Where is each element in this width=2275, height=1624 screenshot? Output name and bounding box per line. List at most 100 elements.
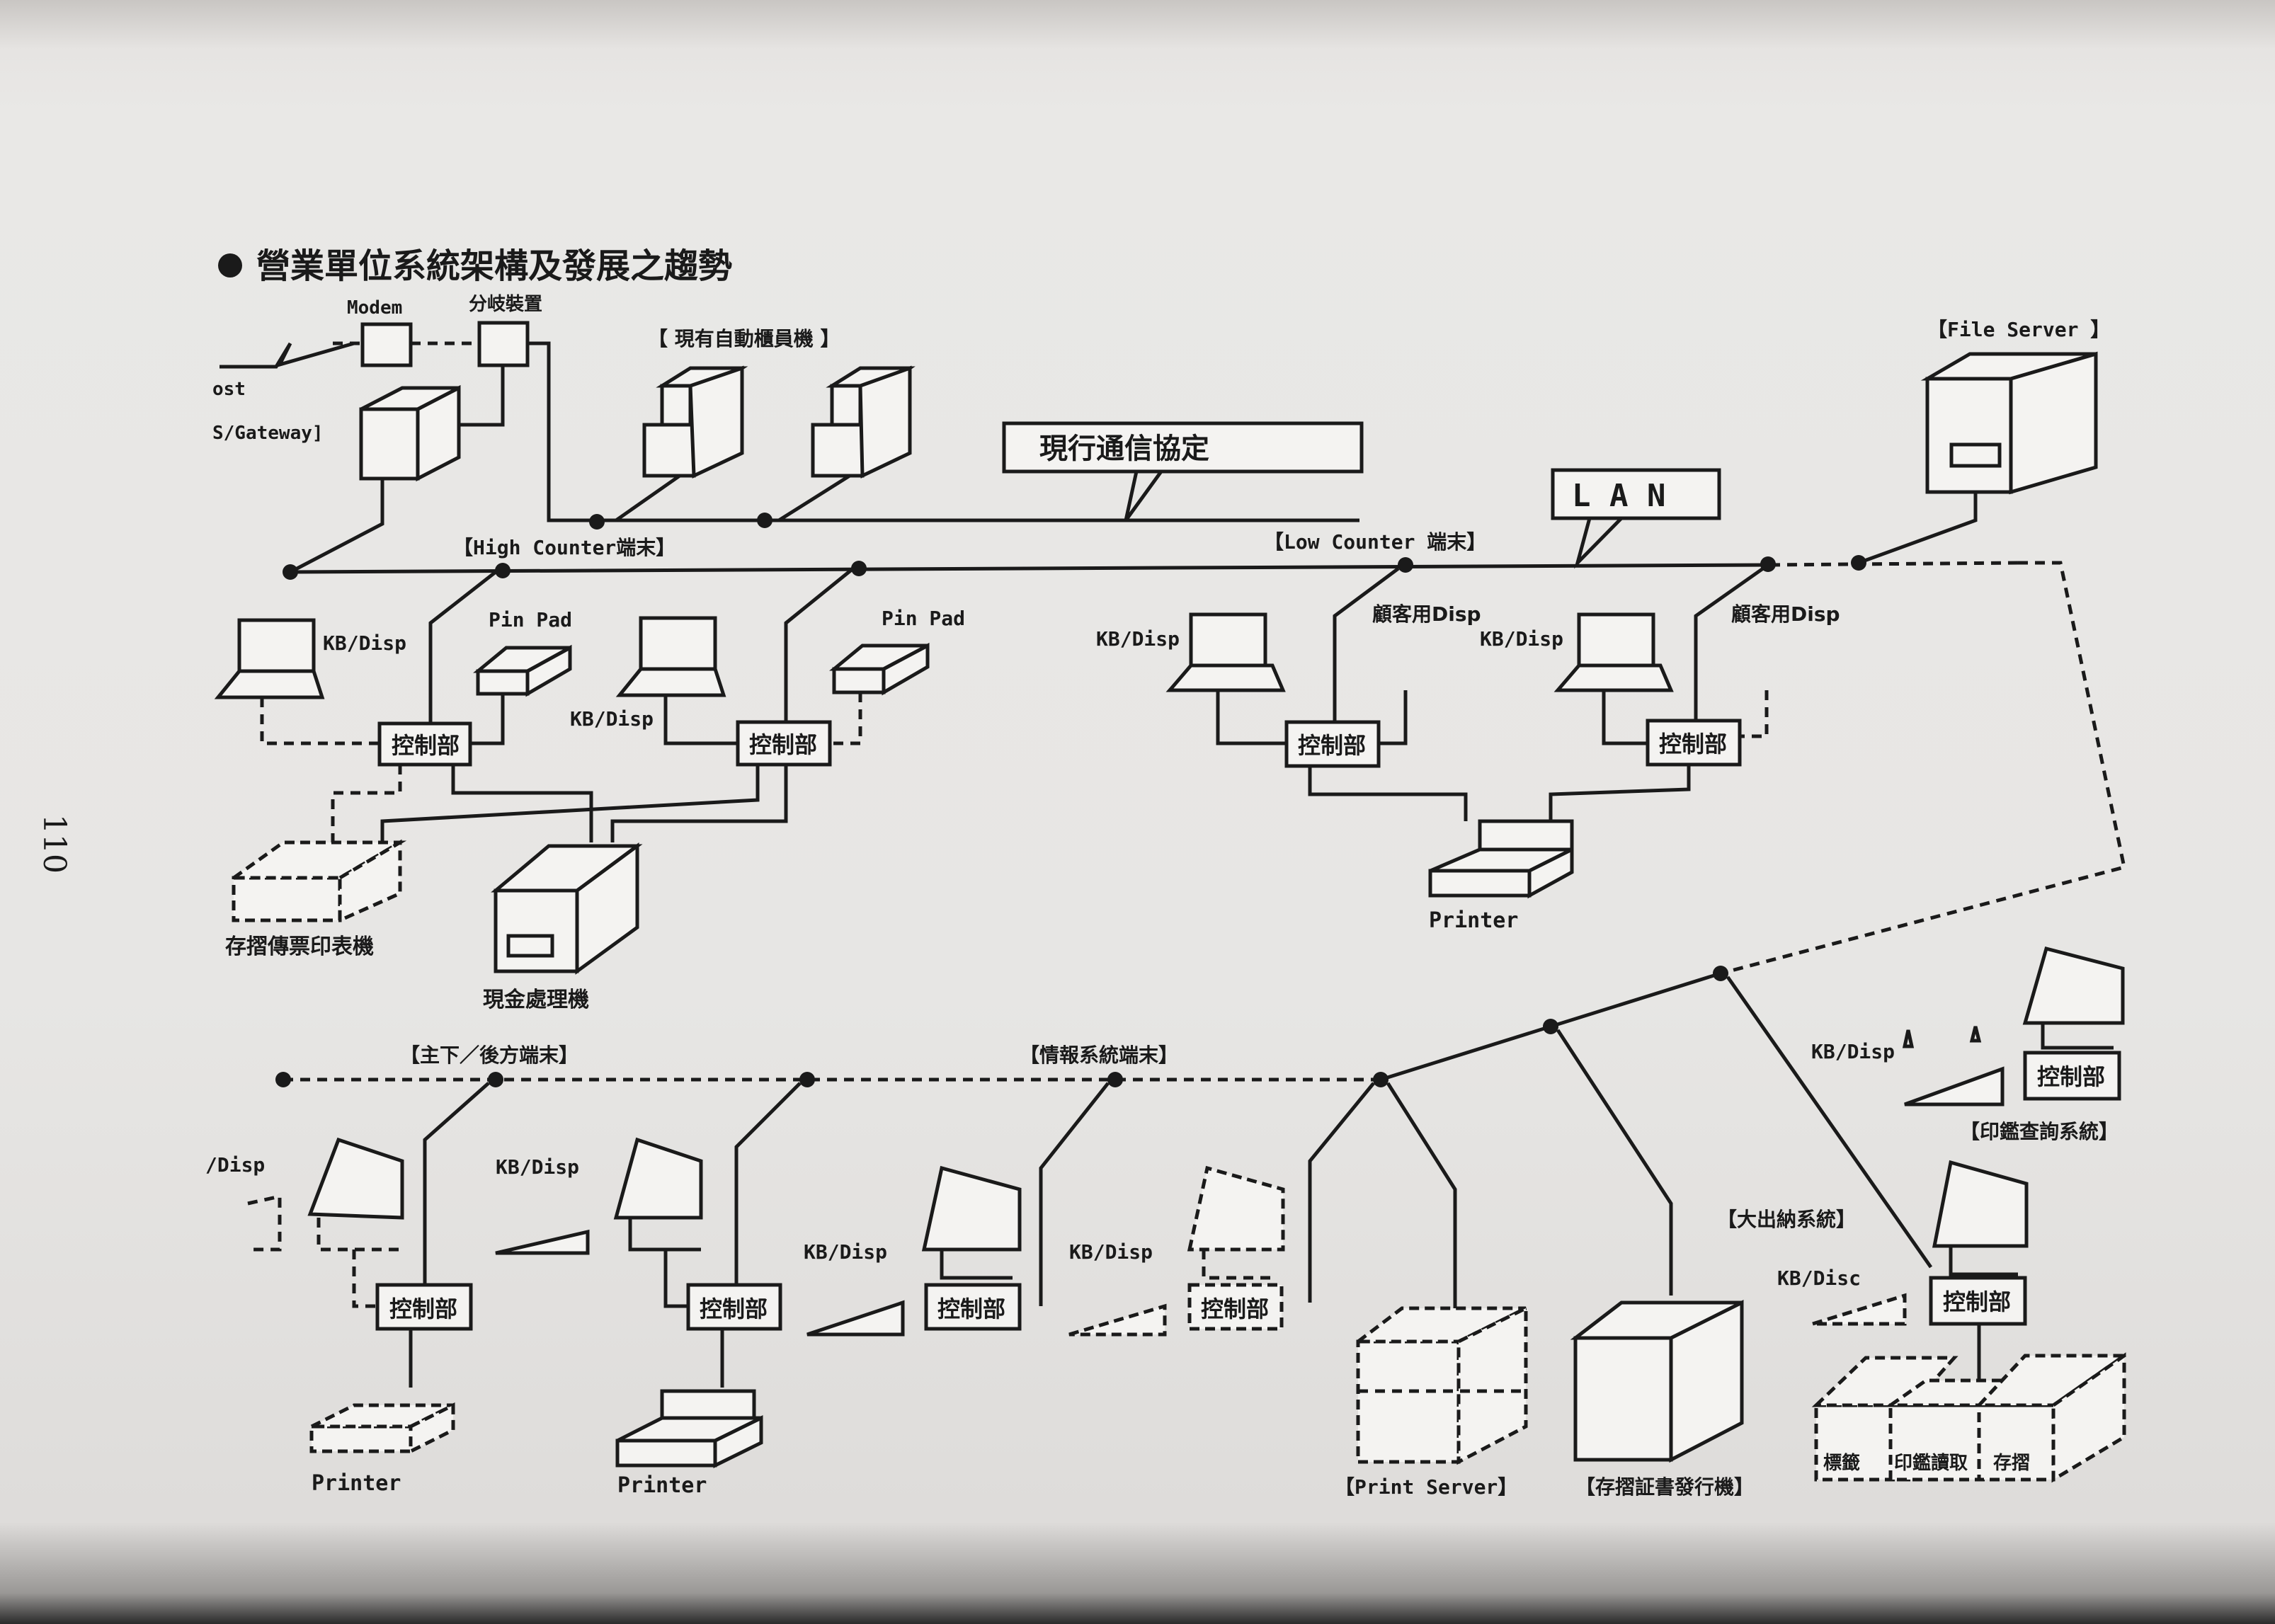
laptop2-controller-line bbox=[663, 695, 738, 745]
monitor4-base bbox=[1202, 1250, 1275, 1280]
controller-label-5: 控制部 bbox=[389, 1296, 457, 1322]
title-bullet-icon bbox=[218, 253, 242, 278]
monitor6-base bbox=[2041, 1023, 2114, 1050]
passbook-issuer-box bbox=[1570, 1299, 1744, 1463]
controller-label-3: 控制部 bbox=[1298, 732, 1366, 759]
lan-node-j bbox=[1107, 1072, 1123, 1087]
lan-node-d bbox=[1398, 557, 1413, 573]
issuer-bus-line bbox=[1556, 1029, 1673, 1296]
info-terminal-label: 【情報系統端末】 bbox=[1020, 1043, 1178, 1067]
triangle-mark-2 bbox=[1969, 1026, 1982, 1043]
lan-node-l bbox=[1543, 1019, 1558, 1034]
controller-label-1: 控制部 bbox=[392, 732, 460, 759]
seal-left-label: 標籤 bbox=[1823, 1452, 1860, 1474]
lan-node-g bbox=[275, 1072, 291, 1087]
m2-controller-line bbox=[663, 1250, 688, 1308]
printer-bottom-2 bbox=[615, 1389, 763, 1469]
controller1-lan-line bbox=[428, 571, 497, 724]
customer-disp-label-1: 顧客用Disp bbox=[1372, 602, 1481, 626]
controller-label-7: 控制部 bbox=[937, 1296, 1005, 1322]
controller4-lan-line bbox=[1694, 566, 1764, 721]
controller-label-9: 控制部 bbox=[1943, 1288, 2011, 1315]
c1-printer-line bbox=[331, 765, 402, 842]
atm-label: 【 現有自動櫃員機 】 bbox=[648, 327, 840, 350]
lan-node-k bbox=[1373, 1072, 1389, 1087]
cdisp1-controller-line bbox=[1379, 690, 1408, 745]
atm-left bbox=[642, 365, 748, 479]
monitor-1 bbox=[307, 1137, 404, 1220]
modem-label: Modem bbox=[347, 297, 402, 319]
controller-box-8 bbox=[1187, 1283, 1284, 1331]
passbook-printer-label: 存摺傳票印表機 bbox=[225, 934, 374, 959]
keyboard-3 bbox=[806, 1300, 905, 1337]
laptop-2 bbox=[615, 616, 726, 697]
protocol-node-2 bbox=[757, 513, 772, 528]
controller-label-8: 控制部 bbox=[1201, 1296, 1269, 1322]
controller-label-6: 控制部 bbox=[700, 1296, 768, 1322]
controller-box-1 bbox=[377, 721, 472, 767]
laptop-3 bbox=[1165, 612, 1286, 692]
controller7-bus-line bbox=[1039, 1082, 1110, 1306]
atm-right bbox=[811, 365, 916, 479]
monitor5-base bbox=[1949, 1246, 2018, 1276]
controller-box-9 bbox=[1929, 1276, 2027, 1326]
lan-node-c bbox=[851, 561, 867, 576]
controller9-bus-line bbox=[1726, 976, 1933, 1269]
disp-partial-label: /Disp bbox=[205, 1153, 265, 1177]
lan-bus-top-right bbox=[1769, 561, 2019, 567]
kb-disp-label-8: KB/Disp bbox=[1811, 1040, 1895, 1063]
laptop1-controller-line bbox=[260, 697, 380, 745]
print-server-bus-right bbox=[1386, 1082, 1457, 1310]
c2-printer-line bbox=[380, 765, 760, 842]
host-label: ost bbox=[212, 379, 246, 400]
keyboard-partial-1 bbox=[247, 1194, 282, 1252]
cash-machine-label: 現金處理機 bbox=[483, 988, 589, 1012]
gateway-lan-line bbox=[289, 479, 384, 574]
controller2-lan-line bbox=[784, 567, 855, 722]
kb-disp-label-4: KB/Disp bbox=[1480, 627, 1563, 651]
modem-box bbox=[360, 322, 413, 367]
monitor-6 bbox=[2022, 946, 2125, 1025]
lan-callout bbox=[1574, 517, 1623, 569]
printer-bottom-1 bbox=[309, 1402, 455, 1455]
print-server-label: 【Print Server】 bbox=[1335, 1475, 1517, 1499]
kb-disp-label-2: KB/Disp bbox=[570, 707, 654, 731]
kb-disp-label-7: KB/Disp bbox=[1069, 1240, 1153, 1264]
keyboard-4 bbox=[1068, 1303, 1167, 1337]
c2-cash-line bbox=[610, 765, 788, 842]
keyboard-6 bbox=[1904, 1066, 2005, 1107]
lan-node-f bbox=[1851, 555, 1866, 571]
protocol-callout bbox=[1124, 470, 1163, 522]
kb-disp-label-3: KB/Disp bbox=[1096, 627, 1180, 651]
laptop4-controller-line bbox=[1602, 690, 1648, 745]
controller-box-7 bbox=[924, 1283, 1022, 1331]
monitor3-base bbox=[940, 1250, 1013, 1280]
controller-label-10: 控制部 bbox=[2037, 1063, 2105, 1090]
pin-pad-label-1: Pin Pad bbox=[489, 608, 572, 631]
monitor1-base bbox=[317, 1218, 400, 1252]
gateway-box bbox=[359, 384, 461, 482]
kb-disp-label-5: KB/Disp bbox=[496, 1155, 579, 1179]
laptop-1 bbox=[214, 618, 325, 699]
triangle-mark-1 bbox=[1902, 1029, 1915, 1048]
controller5-bus-line bbox=[423, 1082, 490, 1285]
protocol-node-1 bbox=[589, 514, 605, 530]
lan-node-m bbox=[1713, 966, 1728, 981]
monitor-3 bbox=[921, 1165, 1022, 1252]
diagram-title: 營業單位系統架構及發展之趨勢 bbox=[256, 246, 732, 286]
keyboard-2 bbox=[495, 1229, 590, 1255]
branch-exchange-box bbox=[477, 321, 530, 367]
gateway-exchange-line bbox=[459, 365, 505, 427]
shared-printer-top bbox=[1428, 819, 1574, 899]
backbone-link bbox=[1720, 561, 2126, 976]
gateway-label: S/Gateway] bbox=[212, 423, 324, 444]
lan-node-e bbox=[1760, 556, 1776, 572]
printer-label-bottom-2: Printer bbox=[617, 1473, 707, 1498]
pin-pad-label-2: Pin Pad bbox=[882, 607, 965, 630]
laptop-4 bbox=[1553, 612, 1674, 692]
controller-label-2: 控制部 bbox=[749, 731, 817, 758]
passbook-printer bbox=[228, 839, 407, 923]
pin-pad-2 bbox=[829, 642, 930, 696]
monitor-2 bbox=[613, 1137, 703, 1220]
laptop3-controller-line bbox=[1216, 690, 1287, 745]
